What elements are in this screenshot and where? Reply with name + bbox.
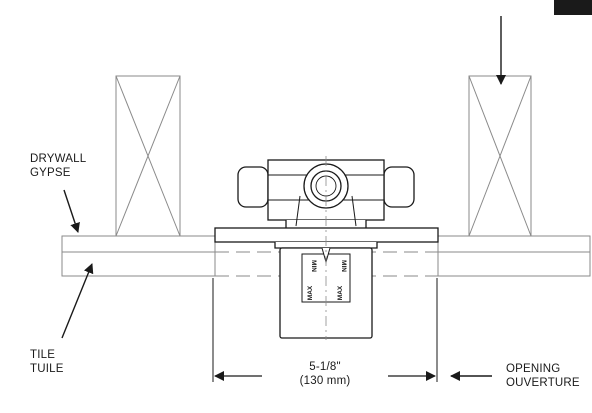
opening-label-fr: OUVERTURE (506, 377, 580, 389)
tile-leader-arrow (61, 263, 94, 339)
tile-label-en: TILE (30, 349, 56, 361)
min-mark-right: MIN (340, 260, 347, 272)
min-mark-left: MIN (310, 260, 317, 272)
drywall-leader-arrow (63, 189, 80, 233)
tile-label: TILE TUILE (30, 348, 64, 376)
max-mark-right: MAX (337, 285, 344, 300)
left-stud (115, 75, 181, 237)
max-mark-left: MAX (307, 285, 314, 300)
mounting-plate (214, 227, 439, 249)
opening-label-en: OPENING (506, 363, 561, 375)
drywall-label-en: DRYWALL (30, 153, 87, 165)
dimension-imperial: 5-1/8" (309, 361, 341, 373)
dimension-label: 5-1/8" (130 mm) (262, 360, 388, 388)
opening-label: OPENING OUVERTURE (506, 362, 580, 390)
dimension-metric: (130 mm) (299, 375, 351, 387)
page-corner-marker (554, 0, 592, 15)
right-stud (468, 75, 532, 237)
drywall-label-fr: GYPSE (30, 167, 71, 179)
drywall-label: DRYWALL GYPSE (30, 152, 86, 180)
tile-label-fr: TUILE (30, 363, 64, 375)
dimension-extension-lines (212, 278, 438, 382)
